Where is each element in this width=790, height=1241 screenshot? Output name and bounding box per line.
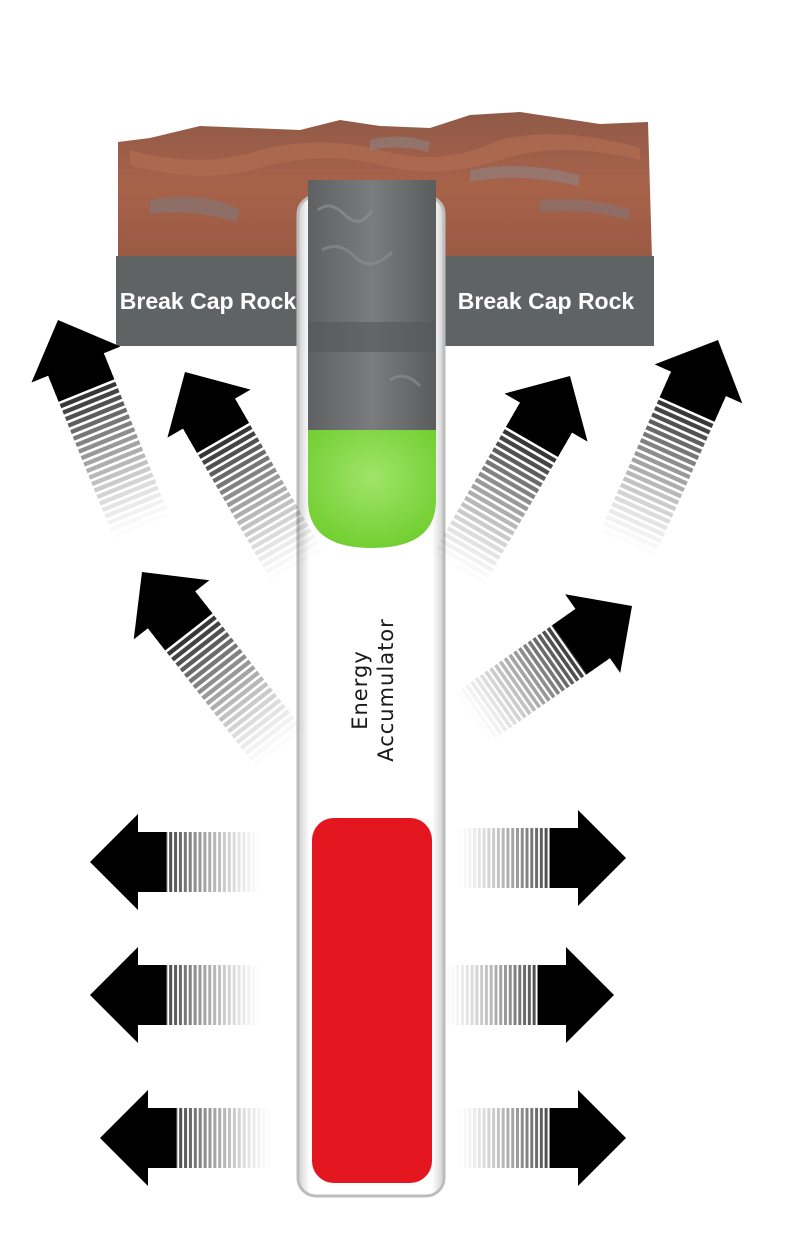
accumulator-tube: Energy Accumulator (296, 180, 446, 1198)
arrow-icon (31, 320, 165, 526)
cap-rock-left: Break Cap Rock (116, 256, 304, 346)
arrow-icon (465, 594, 632, 736)
arrow-icon (439, 376, 588, 572)
arrow-icon (100, 1090, 261, 1186)
tube-red-zone (312, 818, 432, 1183)
tube-green-zone (308, 430, 436, 548)
arrow-icon (133, 572, 295, 756)
arrow-icon (167, 372, 316, 568)
cap-rock-right-label: Break Cap Rock (458, 288, 635, 314)
arrows (31, 320, 743, 1186)
arrow-icon (468, 1090, 626, 1186)
tube-label-line2: Accumulator (374, 618, 398, 762)
cap-rock-right: Break Cap Rock (438, 256, 654, 346)
arrow-icon (90, 814, 251, 910)
tube-label-line1: Energy (348, 650, 372, 730)
arrow-icon (605, 340, 743, 544)
arrow-icon (468, 810, 626, 906)
arrow-icon (90, 947, 251, 1043)
arrow-icon (456, 947, 614, 1043)
tube-rock-zone (308, 180, 436, 436)
cap-rock-left-label: Break Cap Rock (120, 288, 297, 314)
